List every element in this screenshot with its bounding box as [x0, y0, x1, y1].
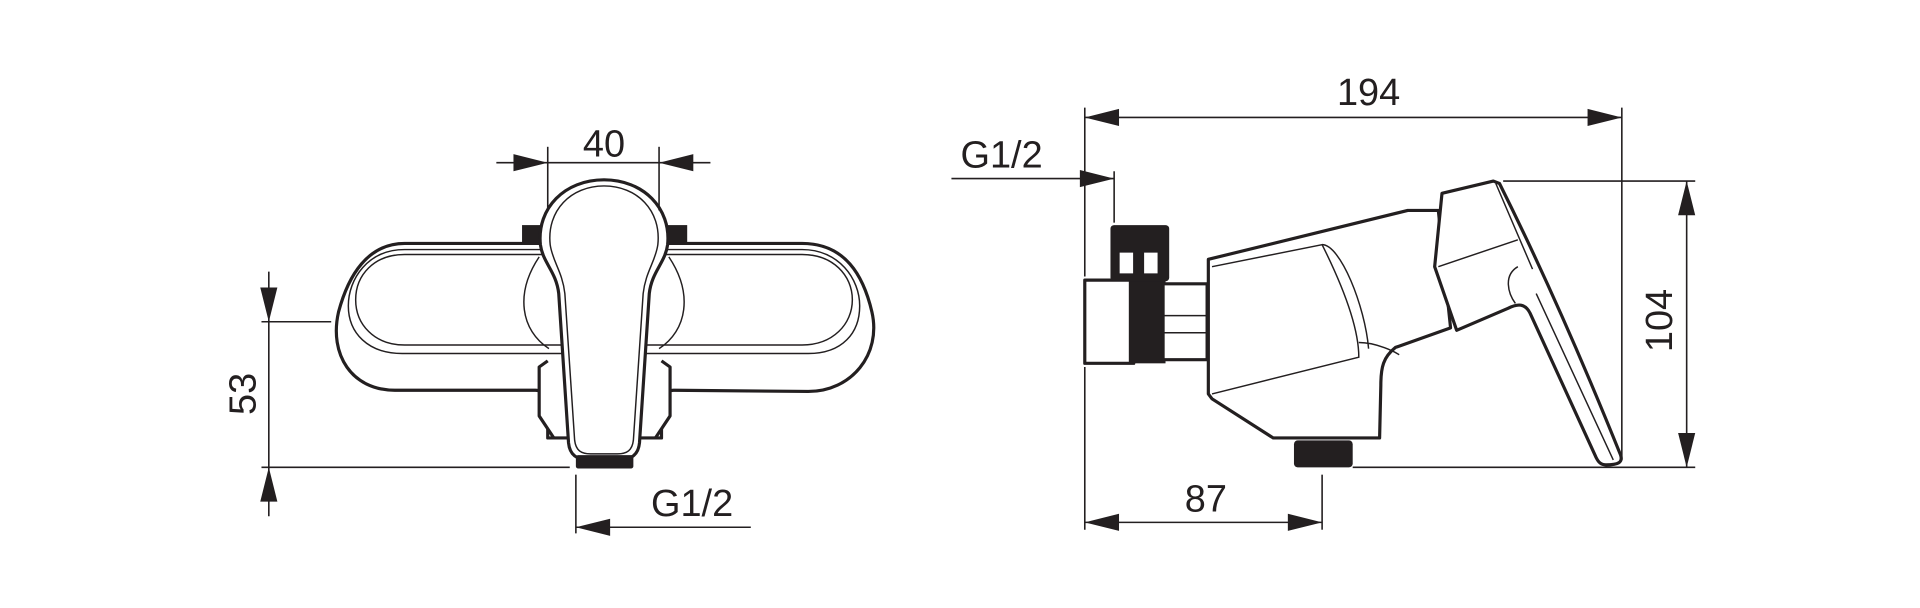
- dimension-height-53: 53: [222, 373, 264, 415]
- dimension-depth-194: 194: [1337, 72, 1400, 114]
- dimension-outlet-offset-87: 87: [1185, 478, 1227, 520]
- dimension-height-104: 104: [1639, 289, 1681, 352]
- cartridge-collar: [523, 256, 685, 350]
- eccentric-nut: [1161, 282, 1209, 362]
- body-inner-panel: [354, 253, 854, 346]
- mixer-body-side: [1206, 208, 1453, 440]
- outlet-thread-side: [1293, 440, 1353, 468]
- dimension-inlet-thread: G1/2: [960, 135, 1042, 177]
- side-view: 194 G1/2 104 87: [951, 72, 1696, 531]
- lever-side: [1433, 179, 1623, 467]
- body-face: [1211, 243, 1360, 395]
- dimension-width-40: 40: [583, 124, 625, 166]
- lever-inner: [549, 185, 659, 455]
- union-nut: [1128, 280, 1166, 364]
- outlet-thread: [575, 455, 634, 469]
- handle-right-side: [654, 359, 672, 439]
- body-inner-outline: [347, 248, 861, 355]
- wall-connector: [1083, 278, 1136, 365]
- front-view: 40 53 G1/2: [222, 124, 876, 536]
- handle-left-side: [537, 359, 556, 439]
- dimension-outlet-thread: G1/2: [651, 483, 733, 525]
